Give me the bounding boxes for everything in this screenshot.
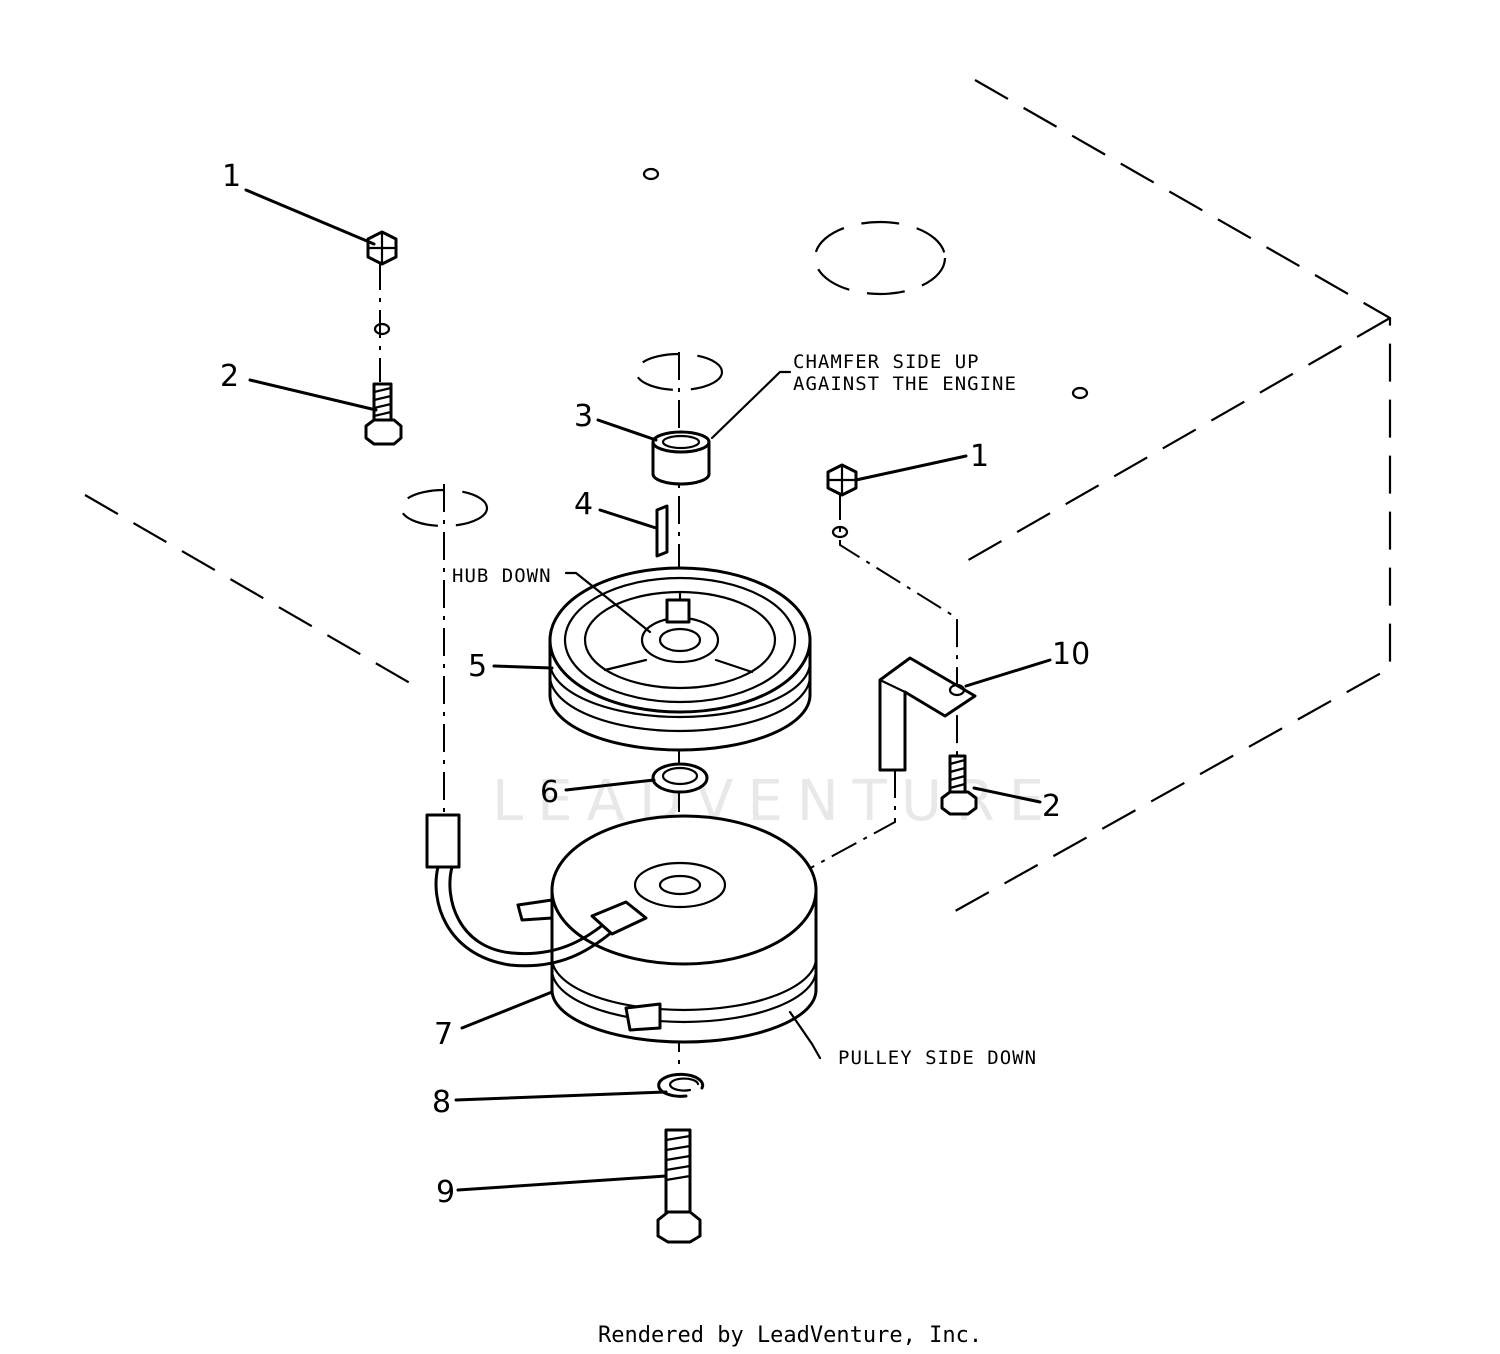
spacer-bushing — [651, 430, 711, 486]
callout-3: 3 — [574, 399, 593, 434]
pulley — [548, 566, 812, 752]
retaining-ring — [657, 1072, 705, 1098]
square-key — [655, 504, 669, 558]
hex-bolt-right — [940, 754, 978, 816]
engine-deck-outline — [84, 79, 1392, 916]
leader-lines — [244, 188, 1052, 1192]
callout-1-left: 1 — [222, 159, 241, 194]
callout-9: 9 — [436, 1175, 455, 1210]
footer-credit: Rendered by LeadVenture, Inc. — [598, 1323, 982, 1348]
electric-clutch — [425, 813, 818, 1044]
anti-rotation-bracket — [878, 656, 977, 772]
lock-nut-right — [826, 463, 858, 539]
callout-6: 6 — [540, 775, 559, 810]
callout-2-right: 2 — [1042, 789, 1061, 824]
clutch-bolt — [656, 1128, 702, 1244]
callout-7: 7 — [434, 1017, 453, 1052]
note-hub-down: HUB DOWN — [452, 565, 552, 587]
callout-8: 8 — [432, 1085, 451, 1120]
note-chamfer-line1: CHAMFER SIDE UP — [793, 351, 980, 373]
callout-2-left: 2 — [220, 359, 239, 394]
callout-4: 4 — [574, 487, 593, 522]
callout-5: 5 — [468, 649, 487, 684]
callout-10: 10 — [1052, 637, 1090, 672]
washer — [651, 762, 709, 794]
hex-bolt-left — [364, 382, 403, 446]
lock-nut-left — [366, 230, 398, 336]
note-pulley-side-down: PULLEY SIDE DOWN — [838, 1047, 1037, 1069]
note-chamfer-line2: AGAINST THE ENGINE — [793, 373, 1017, 395]
callout-1-right: 1 — [970, 439, 989, 474]
